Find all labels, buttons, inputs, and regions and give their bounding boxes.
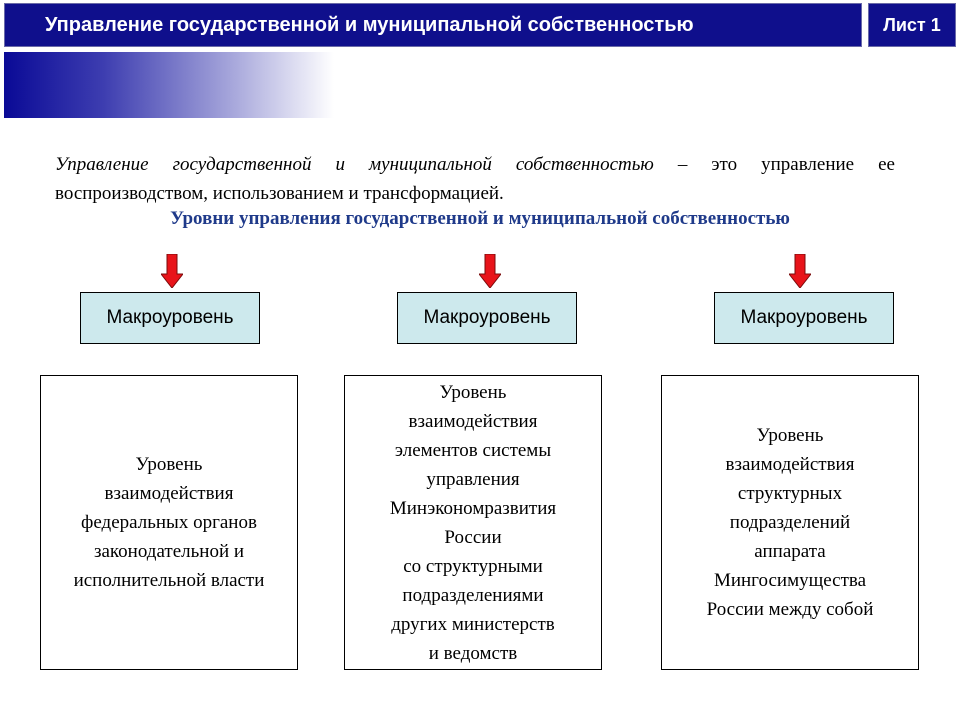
- definition-text: это управление ее воспроизводством, испо…: [55, 154, 895, 204]
- arrow-down-icon: [161, 254, 183, 288]
- level-description-3: Уровень взаимодействия структурных подра…: [706, 425, 874, 620]
- level-description-2: Уровень взаимодействия элементов системы…: [389, 381, 557, 664]
- macro-level-box-1: Макроуровень: [80, 292, 260, 344]
- level-description-box-1: Уровень взаимодействия федеральных орган…: [40, 375, 298, 670]
- sheet-badge: Лист 1: [868, 3, 956, 47]
- levels-heading: Уровни управления государственной и муни…: [170, 208, 790, 229]
- level-description-1: Уровень взаимодействия федеральных орган…: [73, 454, 265, 591]
- title-bar: Управление государственной и муниципальн…: [4, 3, 862, 47]
- arrow-down-icon: [789, 254, 811, 288]
- level-description-box-2: Уровень взаимодействия элементов системы…: [344, 375, 602, 670]
- definition-term: Управление государственной и муниципальн…: [55, 154, 654, 175]
- macro-level-box-3: Макроуровень: [714, 292, 894, 344]
- arrow-down-icon: [479, 254, 501, 288]
- level-description-box-3: Уровень взаимодействия структурных подра…: [661, 375, 919, 670]
- definition-dash: –: [653, 154, 712, 175]
- decorative-gradient-band: [4, 52, 334, 118]
- definition-paragraph: Управление государственной и муниципальн…: [55, 150, 895, 208]
- page-title: Управление государственной и муниципальн…: [45, 13, 694, 36]
- macro-level-box-2: Макроуровень: [397, 292, 577, 344]
